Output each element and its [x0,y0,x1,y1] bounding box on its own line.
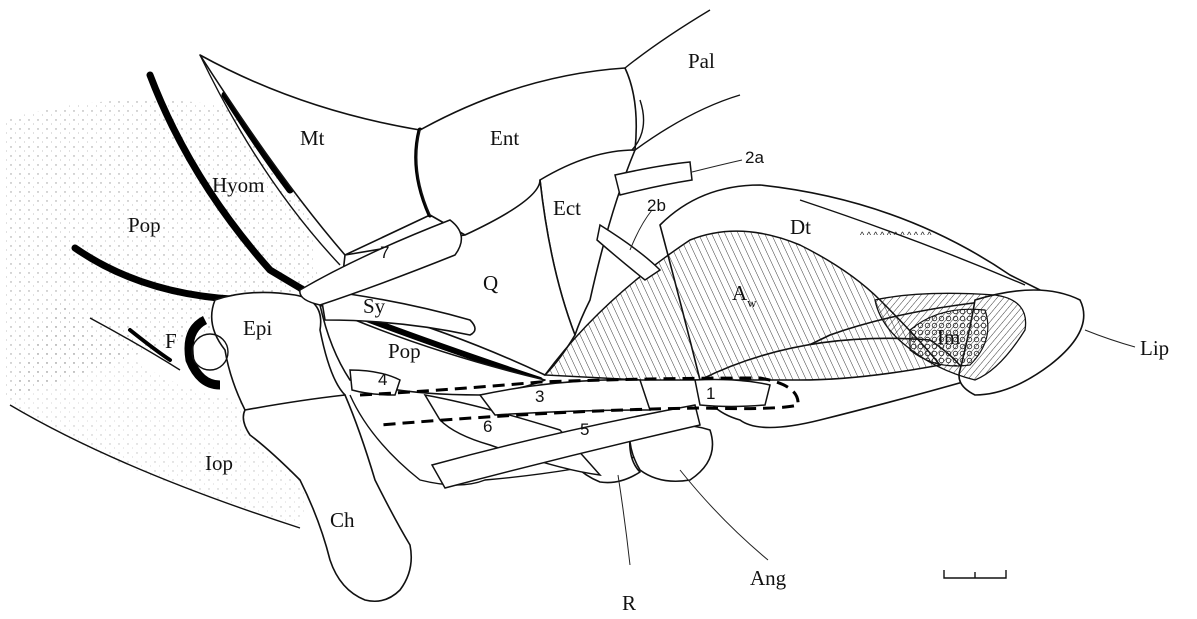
label-muscle-3: 3 [535,387,544,406]
label-ang: Ang [750,566,787,590]
label-iop: Iop [205,451,233,475]
label-q: Q [483,271,498,295]
label-ent: Ent [490,126,519,150]
dentary-teeth: ^ ^ ^ ^ ^ ^ ^ ^ ^ ^ ^ [860,230,932,240]
label-muscle-2b: 2b [647,196,666,215]
palatine-bone [625,10,740,150]
label-dt: Dt [790,215,811,239]
svg-text:^ ^ ^ ^ ^ ^ ^ ^ ^ ^ ^: ^ ^ ^ ^ ^ ^ ^ ^ ^ ^ ^ [860,230,932,240]
label-muscle-7: 7 [380,243,389,262]
label-ect: Ect [553,196,581,220]
scale-bar [944,570,1006,578]
label-r: R [622,591,636,615]
label-hyom: Hyom [212,173,265,197]
label-muscle-5: 5 [580,420,589,439]
label-ch: Ch [330,508,355,532]
label-muscle-1: 1 [706,384,715,403]
label-epi: Epi [243,316,272,340]
label-mt: Mt [300,126,325,150]
label-lip: Lip [1140,336,1169,360]
label-muscle-6: 6 [483,417,492,436]
label-muscle-4: 4 [378,370,387,389]
label-sy: Sy [363,294,386,318]
label-muscle-2a: 2a [745,148,764,167]
label-im: Im [937,325,960,349]
muscle-2b [597,225,660,280]
label-pop-center: Pop [388,339,421,363]
label-pop-left: Pop [128,213,161,237]
label-f: F [165,329,177,353]
label-pal: Pal [688,49,715,73]
